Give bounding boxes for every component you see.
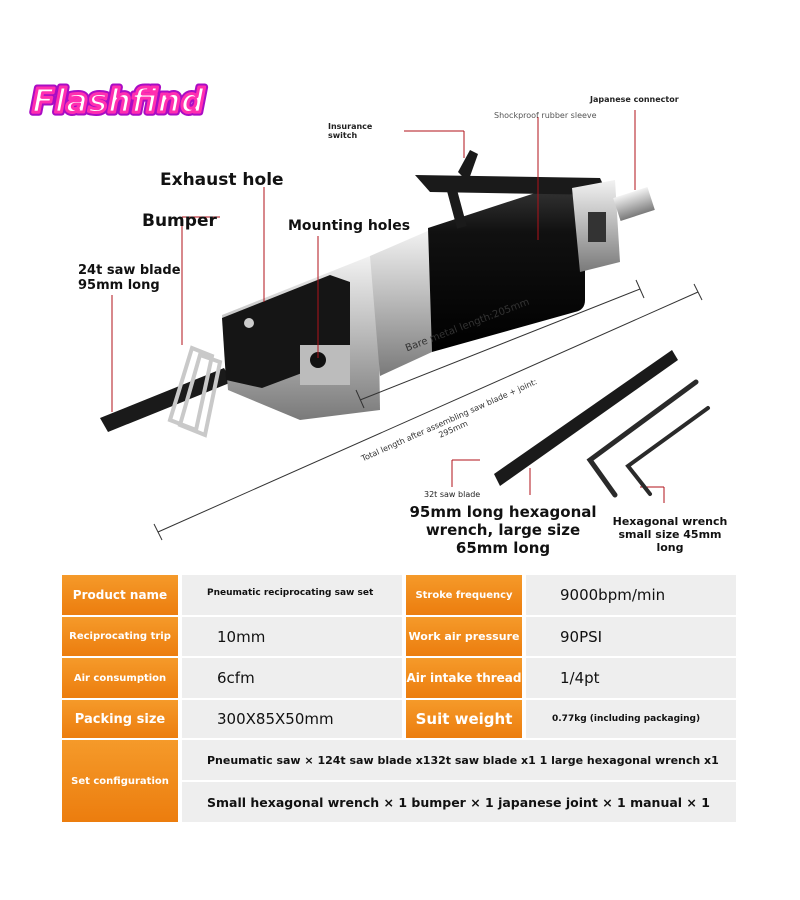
- saw-rear-body: [572, 180, 620, 272]
- saw-front-body: [222, 256, 380, 420]
- bumper: [167, 345, 223, 438]
- spec-label-product-name: Product name: [62, 575, 178, 615]
- spec-value-suit-weight: 0.77kg (including packaging): [526, 700, 736, 738]
- insurance-switch: [415, 150, 608, 229]
- large-hex-wrench: [586, 379, 699, 498]
- spec-label-reciprocating-trip: Reciprocating trip: [62, 617, 178, 656]
- spec-label-suit-weight: Suit weight: [406, 700, 522, 738]
- spec-label-air-consumption: Air consumption: [62, 658, 178, 698]
- dimension-lines: [153, 279, 703, 541]
- spec-value-work-air-pressure: 90PSI: [526, 617, 736, 656]
- set-configuration-line-2: Small hexagonal wrench × 1 bumper × 1 ja…: [182, 782, 736, 822]
- shockproof-rubber-sleeve: [428, 179, 585, 352]
- spec-label-work-air-pressure: Work air pressure: [406, 617, 522, 656]
- product-illustration: [100, 110, 710, 541]
- japanese-connector-label: Japanese connector: [590, 95, 679, 104]
- mounting-holes-label: Mounting holes: [288, 218, 411, 234]
- saw-blade-32t-label: 32t saw blade: [424, 490, 481, 499]
- leader-lines: [111, 110, 665, 503]
- spec-label-packing-size: Packing size: [62, 700, 178, 738]
- set-configuration-line-1: Pneumatic saw × 124t saw blade x132t saw…: [182, 740, 736, 780]
- saw-blade-24t: [100, 368, 232, 432]
- logo-text-outline: Flashfind: [32, 81, 205, 120]
- japanese-connector: [613, 187, 655, 221]
- brand-logo: Flashfind Flashfind: [29, 78, 209, 124]
- spec-value-stroke-frequency: 9000bpm/min: [526, 575, 736, 615]
- spec-value-packing-size: 300X85X50mm: [182, 700, 402, 738]
- saw-blade-32t: [494, 350, 678, 486]
- spec-value-reciprocating-trip: 10mm: [182, 617, 402, 656]
- exhaust-hole-label: Exhaust hole: [160, 170, 284, 190]
- spec-label-stroke-frequency: Stroke frequency: [406, 575, 522, 615]
- spec-label-set-configuration: Set configuration: [62, 740, 178, 822]
- spec-label-air-intake-thread: Air intake thread: [406, 658, 522, 698]
- spec-value-air-intake-thread: 1/4pt: [526, 658, 736, 698]
- logo-text: Flashfind: [32, 81, 205, 120]
- bumper-label: Bumper: [142, 211, 217, 231]
- spec-value-product-name: Pneumatic reciprocating saw set: [182, 575, 402, 615]
- small-hex-wrench: [625, 406, 710, 496]
- spec-value-air-consumption: 6cfm: [182, 658, 402, 698]
- shockproof-sleeve-label: Shockproof rubber sleeve: [494, 111, 597, 120]
- saw-metal-section: [370, 230, 432, 376]
